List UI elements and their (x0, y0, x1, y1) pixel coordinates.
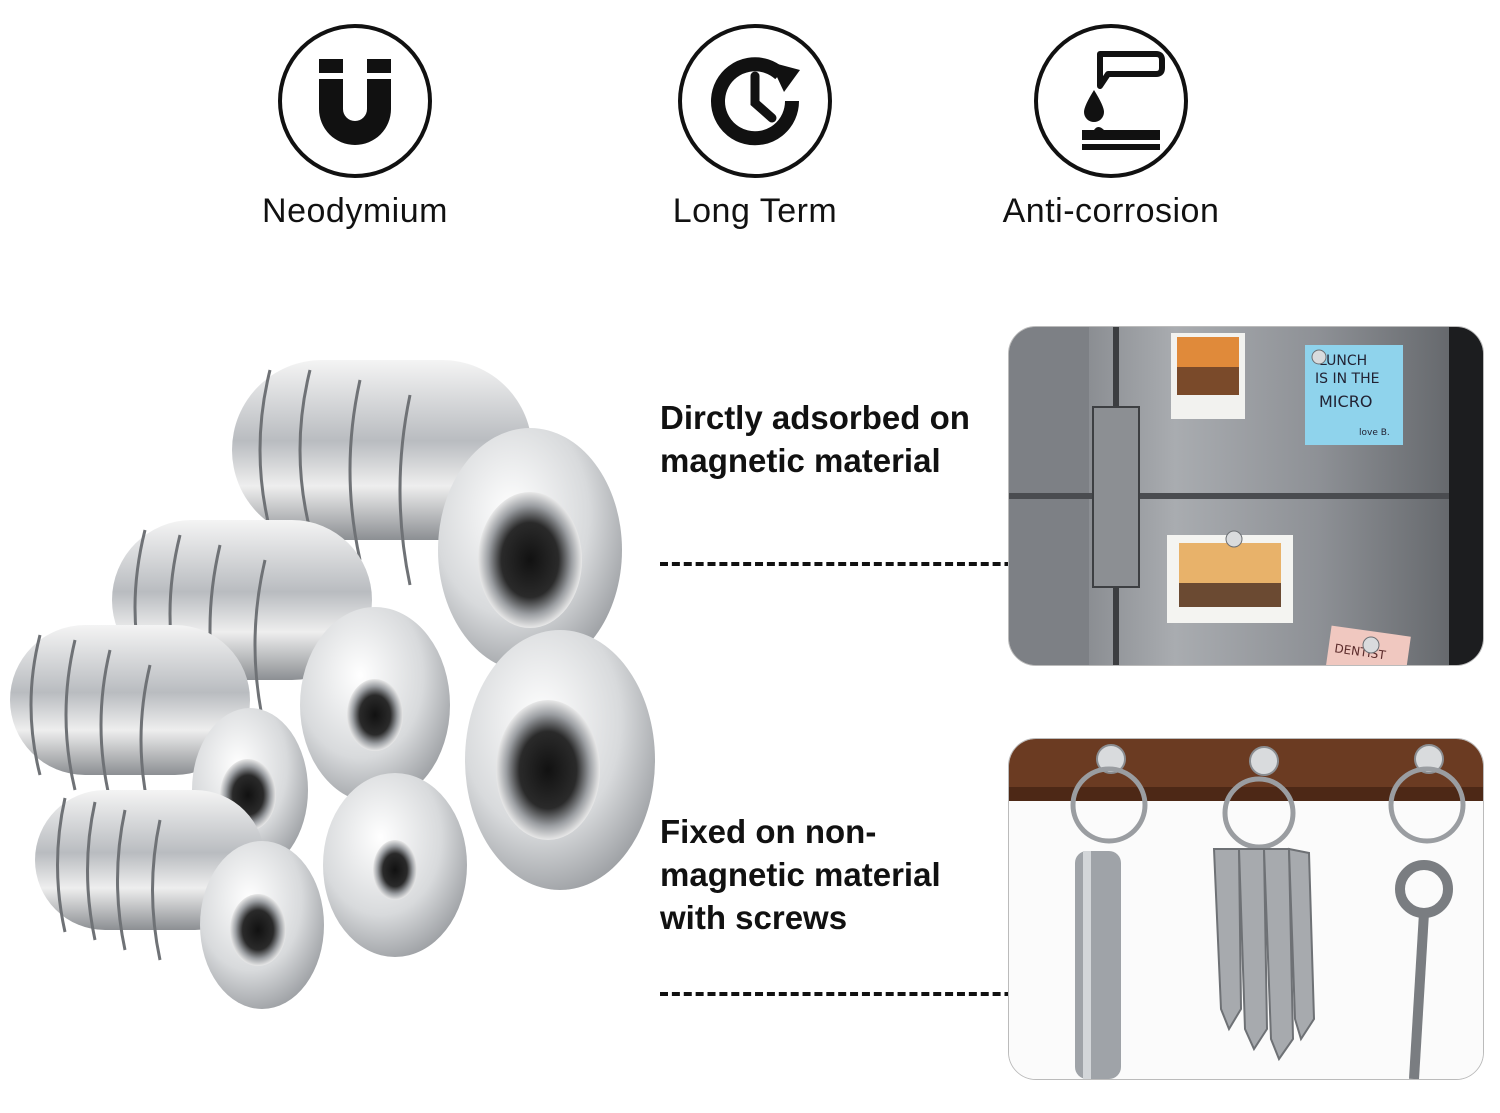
svg-text:LUNCH: LUNCH (1319, 353, 1367, 369)
svg-text:MICRO: MICRO (1319, 392, 1372, 411)
feature-label: Anti-corrosion (1002, 192, 1220, 230)
fridge-photo-family (1167, 535, 1293, 623)
svg-text:love B.: love B. (1359, 428, 1390, 438)
keys-bunch (1212, 847, 1316, 1062)
fridge-photo: LUNCH IS IN THE MICRO love B. DENTIST (1008, 326, 1484, 666)
feature-circle (678, 24, 832, 178)
skeleton-key (1395, 860, 1453, 1079)
magnet-icon (319, 59, 391, 145)
leader-line-top (660, 562, 1060, 566)
magnet-large-right (465, 630, 655, 890)
feature-circle (278, 24, 432, 178)
callout-magnetic: Dirctly adsorbed on magnetic material (660, 399, 970, 479)
flashlight-keychain (1075, 851, 1121, 1079)
feature-label: Neodymium (262, 192, 448, 230)
fridge-photo-sunset (1171, 333, 1245, 419)
acid-drop-icon (1082, 51, 1165, 150)
svg-text:IS IN THE: IS IN THE (1315, 371, 1379, 387)
magnet-stack-image (10, 360, 655, 1009)
clock-cycle-icon (711, 57, 800, 146)
feature-anti-corrosion: Anti-corrosion (961, 24, 1261, 231)
fridge-illustration: LUNCH IS IN THE MICRO love B. DENTIST (1009, 327, 1483, 665)
keys-photo (1008, 738, 1484, 1080)
feature-neodymium: Neodymium (205, 24, 505, 231)
feature-circle (1034, 24, 1188, 178)
magnet-column-top (232, 360, 622, 672)
leader-line-bottom (660, 992, 1060, 996)
magnet-column-bottom-left (35, 790, 324, 1009)
keys-illustration (1009, 739, 1483, 1079)
callout-non-magnetic: Fixed on non- magnetic material with scr… (660, 813, 941, 936)
feature-long-term: Long Term (605, 24, 905, 231)
feature-label: Long Term (672, 192, 838, 230)
magnet-center-bottom (323, 773, 467, 957)
